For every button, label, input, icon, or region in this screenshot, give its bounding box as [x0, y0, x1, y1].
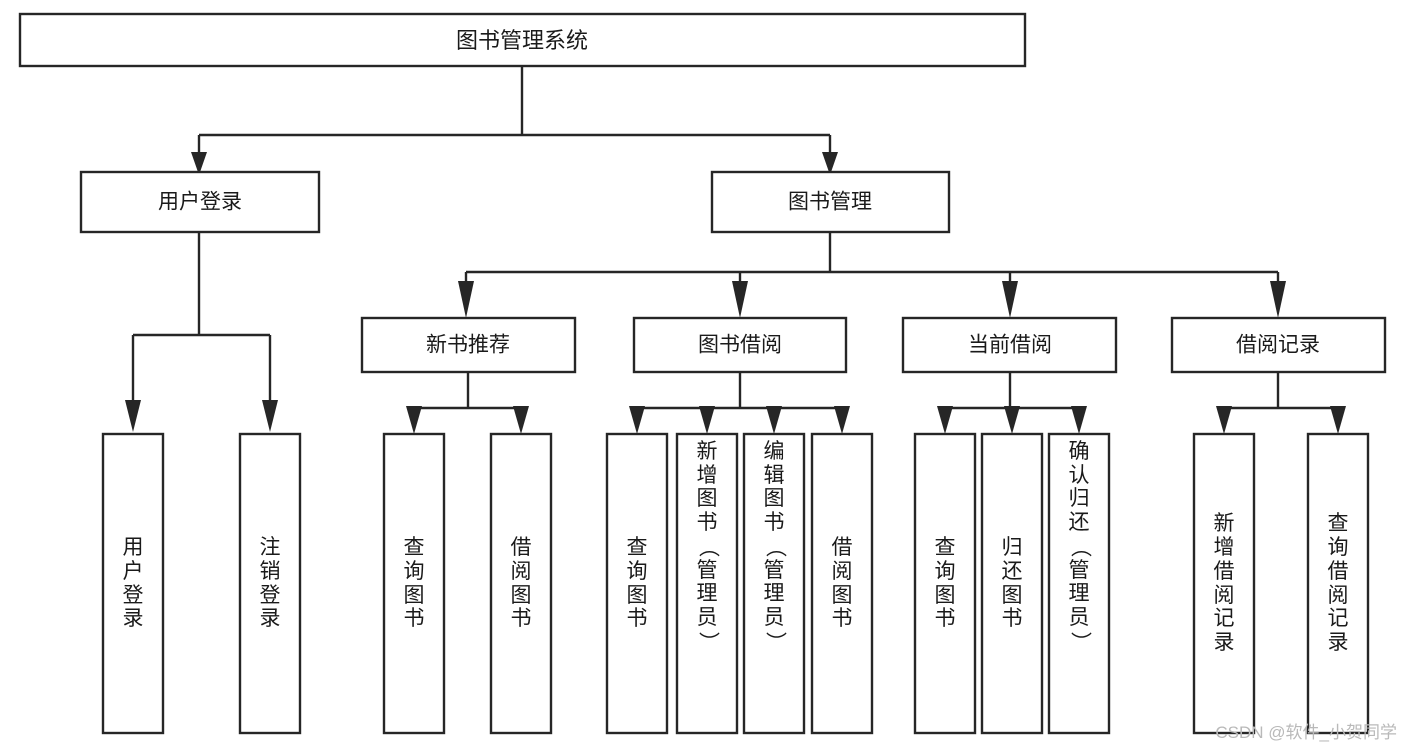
- node-leaf-query-book-1-box[interactable]: [382, 432, 446, 735]
- node-leaf-add-record-box[interactable]: [1192, 432, 1256, 735]
- node-book-borrow-label: 图书借阅: [698, 334, 782, 357]
- arrow-to-new-book-recommend: [458, 281, 474, 318]
- node-new-book-recommend-label: 新书推荐: [426, 334, 510, 357]
- node-leaf-query-book-2-box[interactable]: [605, 432, 669, 735]
- arrow-to-leaf-edit-book: [766, 406, 782, 434]
- arrow-to-leaf-confirm-return: [1071, 406, 1087, 434]
- node-root-label: 图书管理系统: [456, 28, 588, 53]
- arrow-to-leaf-add-record: [1216, 406, 1232, 434]
- arrow-to-current-borrow: [1002, 281, 1018, 318]
- csdn-watermark: CSDN @软件_小贺同学: [1215, 723, 1397, 742]
- arrow-to-book-borrow: [732, 281, 748, 318]
- node-leaf-edit-book-box[interactable]: [742, 432, 806, 735]
- arrow-to-book-manage: [822, 152, 838, 175]
- node-leaf-logout-box[interactable]: [238, 432, 302, 735]
- node-current-borrow[interactable]: 当前借阅: [901, 316, 1118, 374]
- arrow-to-leaf-query-record: [1330, 406, 1346, 434]
- arrow-to-leaf-borrow-book-2: [834, 406, 850, 434]
- arrow-to-leaf-query-book-3: [937, 406, 953, 434]
- node-book-borrow-box[interactable]: [632, 316, 848, 374]
- node-user-login-box[interactable]: [79, 170, 321, 234]
- arrow-to-user-login: [191, 152, 207, 175]
- node-user-login-label: 用户登录: [158, 191, 242, 214]
- arrow-to-leaf-borrow-book-1: [513, 406, 529, 434]
- arrow-to-leaf-add-book: [699, 406, 715, 434]
- connector-group: [125, 66, 1346, 434]
- node-current-borrow-box[interactable]: [901, 316, 1118, 374]
- node-borrow-record[interactable]: 借阅记录: [1170, 316, 1387, 374]
- arrow-to-leaf-return-book: [1004, 406, 1020, 434]
- node-book-manage[interactable]: 图书管理: [710, 170, 951, 234]
- node-book-manage-box[interactable]: [710, 170, 951, 234]
- node-borrow-record-box[interactable]: [1170, 316, 1387, 374]
- arrow-to-borrow-record: [1270, 281, 1286, 318]
- node-new-book-recommend-box[interactable]: [360, 316, 577, 374]
- node-leaf-confirm-return-box[interactable]: [1047, 432, 1111, 735]
- arrow-to-leaf-query-book-1: [406, 406, 422, 434]
- node-leaf-borrow-book-1-box[interactable]: [489, 432, 553, 735]
- node-leaf-query-record-box[interactable]: [1306, 432, 1370, 735]
- node-leaf-query-book-3-box[interactable]: [913, 432, 977, 735]
- node-new-book-recommend[interactable]: 新书推荐: [360, 316, 577, 374]
- arrow-to-leaf-logout: [262, 400, 278, 432]
- node-book-manage-label: 图书管理: [788, 191, 872, 214]
- node-current-borrow-label: 当前借阅: [968, 334, 1052, 357]
- node-leaf-add-book-box[interactable]: [675, 432, 739, 735]
- node-leaf-borrow-book-2-box[interactable]: [810, 432, 874, 735]
- node-borrow-record-label: 借阅记录: [1236, 334, 1320, 357]
- arrow-to-leaf-query-book-2: [629, 406, 645, 434]
- node-user-login[interactable]: 用户登录: [79, 170, 321, 234]
- node-leaf-return-book-box[interactable]: [980, 432, 1044, 735]
- node-book-borrow[interactable]: 图书借阅: [632, 316, 848, 374]
- arrow-to-leaf-user-login: [125, 400, 141, 432]
- node-root[interactable]: 图书管理系统: [18, 12, 1027, 68]
- node-leaf-user-login-box[interactable]: [101, 432, 165, 735]
- node-root-box[interactable]: [18, 12, 1027, 68]
